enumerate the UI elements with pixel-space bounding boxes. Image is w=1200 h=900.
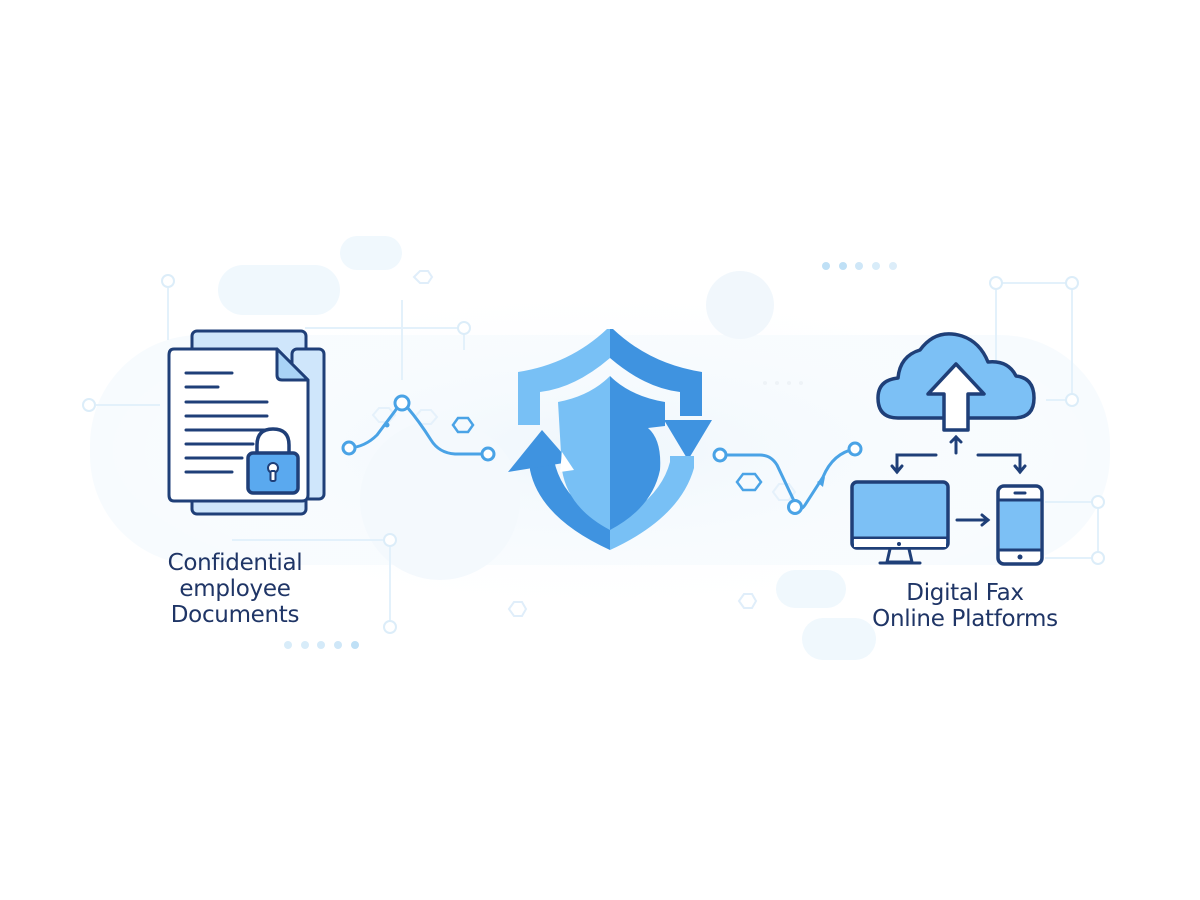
cloud-upload-icon (876, 332, 1036, 432)
source-label-line-3: Documents (170, 602, 300, 628)
padlock-icon (246, 427, 300, 495)
source-label-line-1: Confidential (167, 550, 303, 576)
target-label: Digital Fax Online Platforms (850, 580, 1080, 632)
locked-document-icon (167, 329, 326, 516)
target-label-line-2: Online Platforms (872, 606, 1058, 632)
platforms-cluster (850, 332, 1044, 566)
source-label: Confidential employee Documents (150, 550, 320, 628)
smartphone-icon (996, 484, 1044, 566)
desktop-monitor-icon (850, 480, 950, 565)
shield-sync-icon (508, 329, 712, 550)
target-label-line-1: Digital Fax (906, 580, 1024, 606)
source-label-line-2: employee (179, 576, 291, 602)
right-wavy-connector-icon (712, 441, 863, 515)
left-wavy-connector-icon (341, 394, 496, 462)
